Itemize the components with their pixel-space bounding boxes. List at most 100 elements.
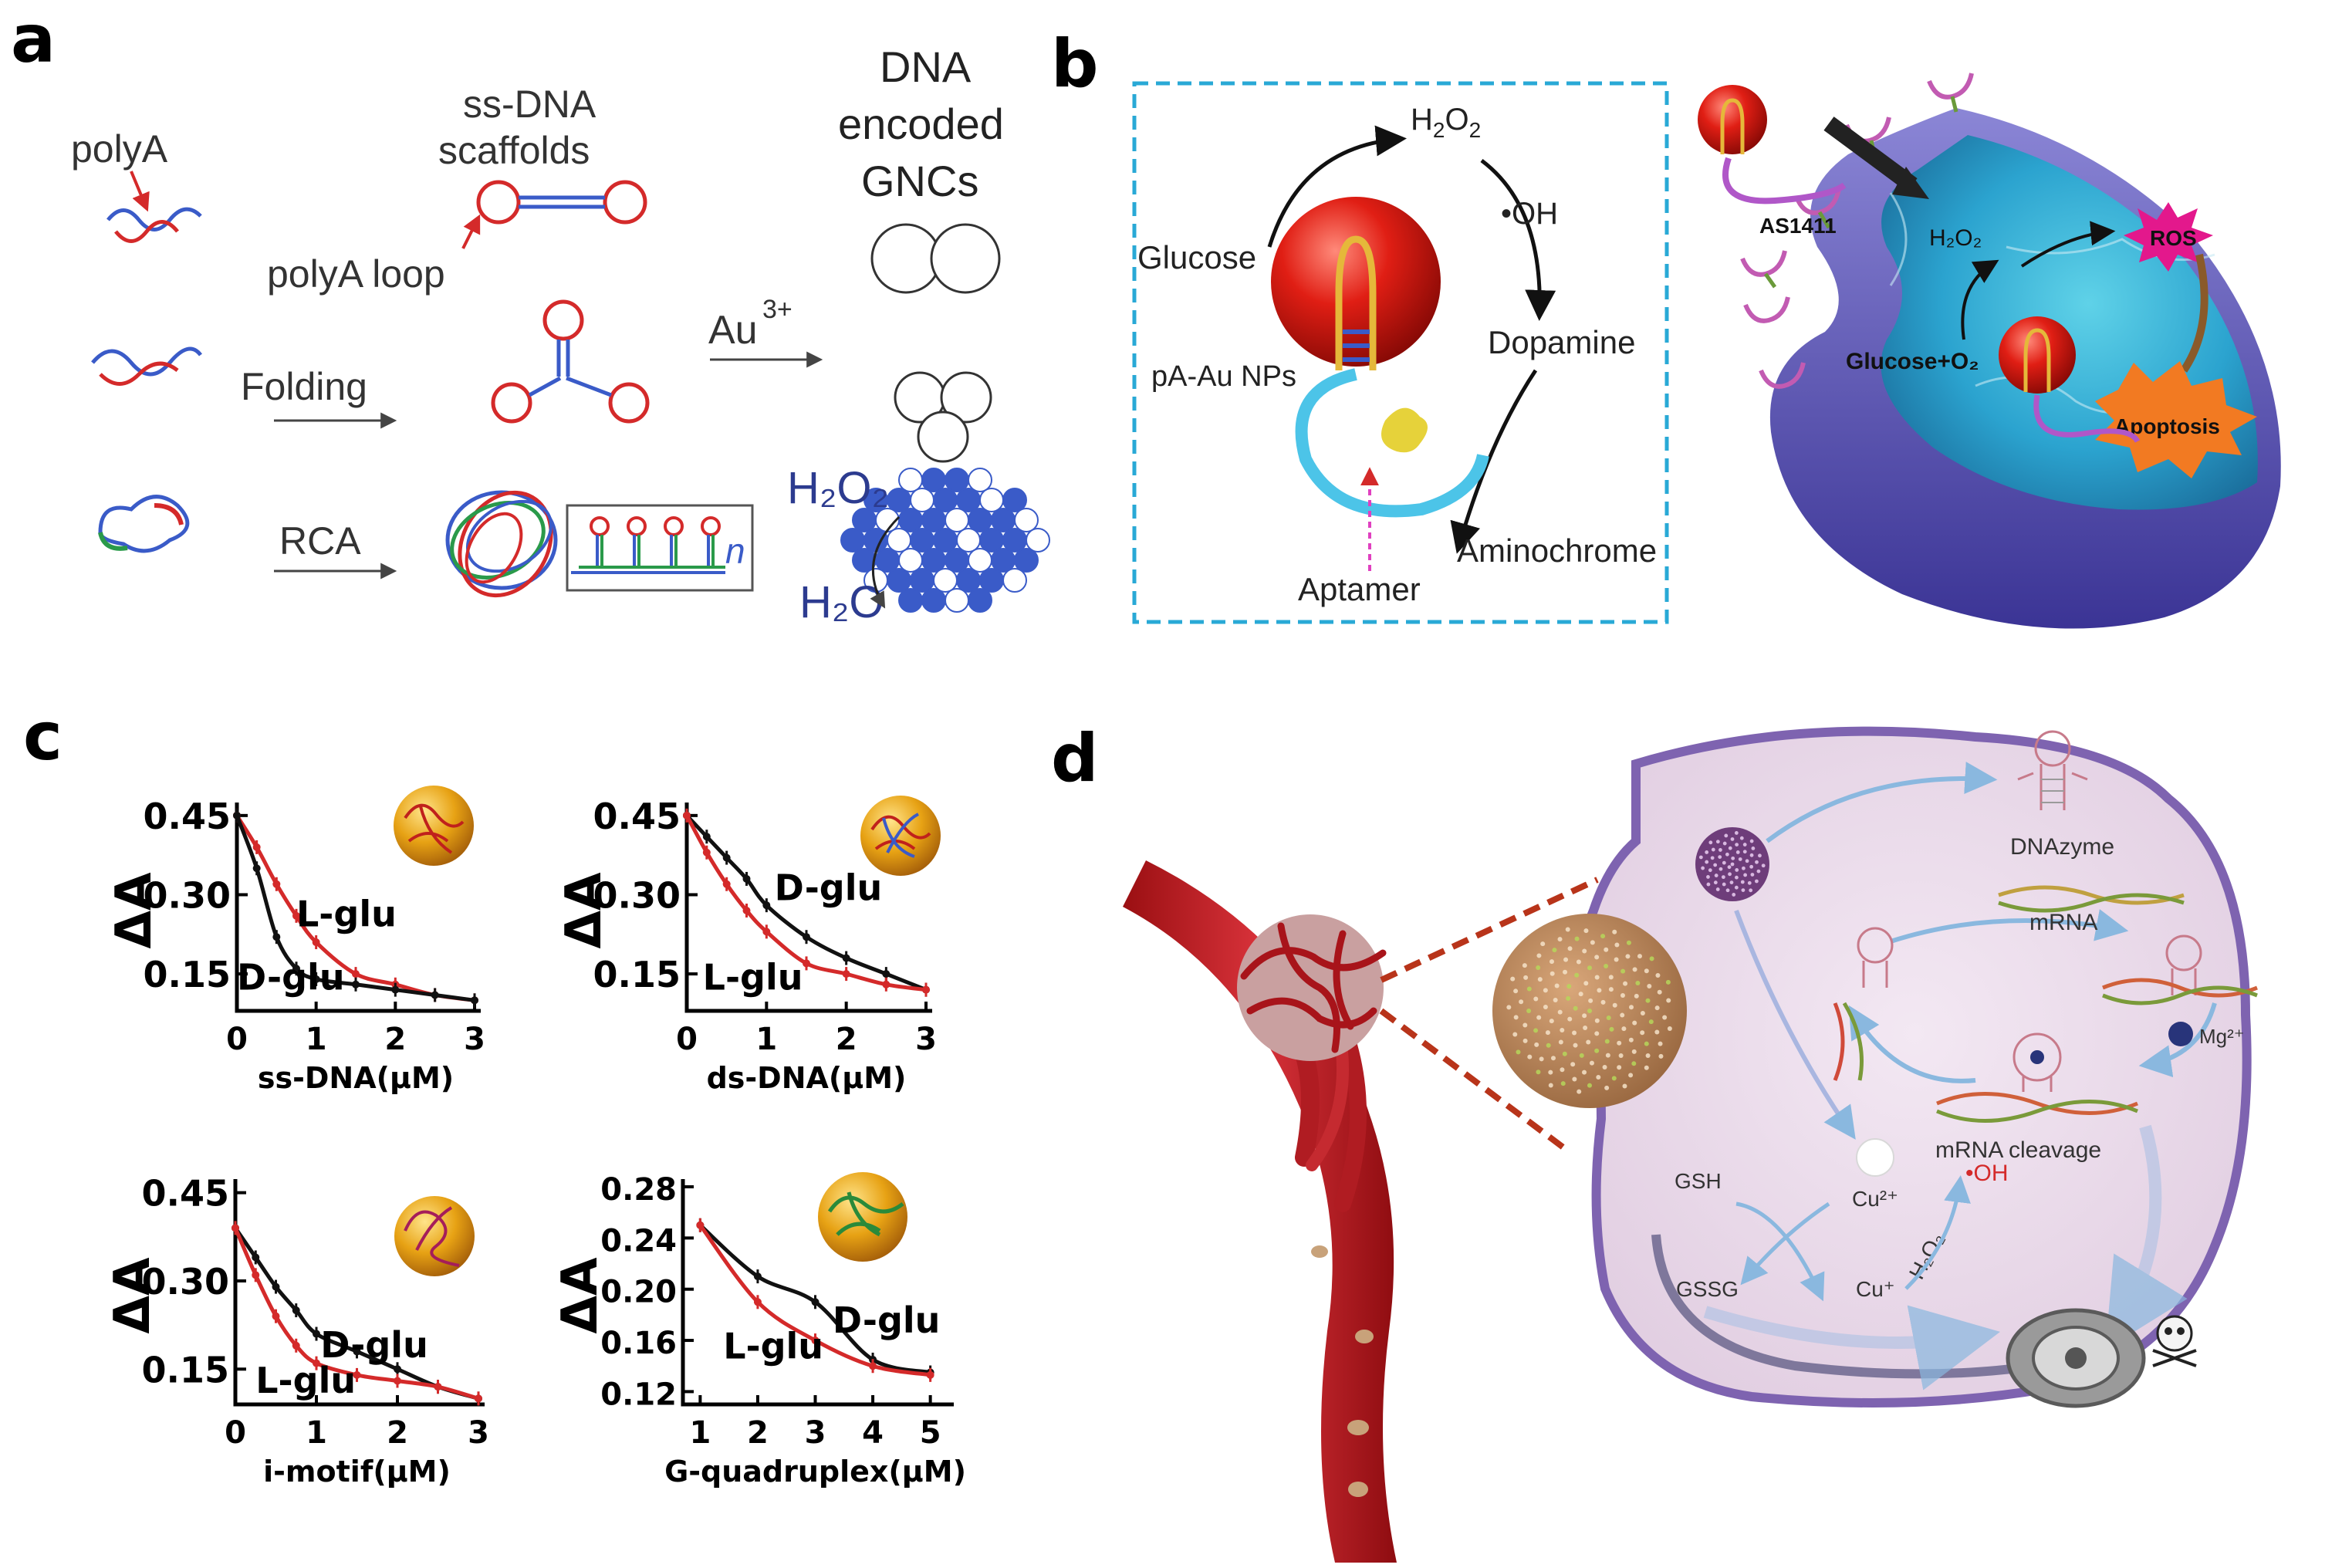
y-axis-label: ΔA [104,1257,161,1334]
data-point [352,980,360,988]
mrna-label: mRNA [2029,910,2097,935]
glucose-to-h2o2-arrow [1267,125,1407,248]
x-tick-label: 2 [836,1022,857,1057]
aptamer-label: Aptamer [1298,571,1421,607]
data-point [922,985,930,994]
loop-arrow [461,214,481,249]
panel-d: d [1051,720,2258,1563]
folding-label: Folding [241,365,367,408]
panel-b: b H2O2 •OH Glucose Dopamine pA-Au NPs Am… [1051,25,2281,629]
ros-burst-icon [2124,202,2213,272]
polyA-label: polyA [71,127,168,171]
gnc-icon [930,223,1001,294]
x-tick-label: 1 [306,1415,327,1451]
data-point [252,1271,260,1279]
data-point [313,1359,320,1367]
gold-nanoparticle-icon [394,1196,475,1276]
cleaved-mrna-icon [1833,1002,1845,1081]
x-tick-label: 3 [915,1022,937,1057]
cu2-label: Cu²⁺ [1852,1187,1898,1211]
data-point [882,980,891,988]
series-label: L-glu [255,1360,356,1401]
data-point [233,811,241,819]
y-tick-label: 0.24 [600,1223,677,1259]
cu1-label: Cu⁺ [1856,1277,1895,1301]
glucose-molecule-icon [1381,407,1428,453]
x-axis-label: G-quadruplex(μM) [664,1455,966,1489]
gsh-label: GSH [1675,1169,1722,1193]
x-tick-label: 1 [755,1022,777,1057]
skull-icon [2152,1315,2197,1367]
y-tick-label: 0.15 [593,954,681,995]
dead-cell-icon [2006,1308,2146,1408]
data-point [252,1253,260,1262]
gnc-label-3: GNCs [861,157,978,205]
data-point [926,1370,934,1379]
mrna-cleavage-label: mRNA cleavage [1935,1137,2101,1163]
data-point [803,933,810,941]
tumor-mass-icon [1237,914,1384,1061]
y-tick-label: 0.30 [142,1261,230,1303]
scaffolds-label: scaffolds [438,129,590,172]
polyA-arrow [130,171,150,212]
x-tick-label: 2 [747,1415,769,1451]
uptake-arrow [1823,117,1918,192]
apoptosis-burst-icon [2095,361,2257,478]
data-point [742,874,751,883]
x-axis-label: ss-DNA(μM) [258,1061,454,1095]
data-point [842,970,850,978]
data-point [882,970,891,978]
pathway-arrow [1766,762,1998,843]
y-tick-label: 0.45 [593,796,681,837]
data-point [869,1362,877,1370]
y-tick-label: 0.45 [142,1173,230,1215]
x-tick-label: 0 [676,1022,698,1057]
series-label: D-glu [775,867,883,908]
dopamine-label: Dopamine [1488,324,1635,360]
circular-dna-icon [98,495,190,553]
x-tick-label: 2 [384,1022,406,1057]
h2o2-label-b: H2O2 [1411,103,1481,142]
chart-axes [681,1179,954,1407]
x-tick-label: 3 [468,1415,489,1451]
data-point [272,1282,280,1291]
mechanism-box [1132,81,1669,624]
oh-label-b: •OH [1501,197,1558,231]
ros-label: ROS [2150,226,2197,250]
y-tick-label: 0.30 [593,874,681,916]
gnc-label-2: encoded [838,100,1004,148]
y-tick-label: 0.45 [144,796,231,837]
panel-letter-d: d [1051,720,1099,797]
data-point [702,848,711,857]
rca-label: RCA [279,519,361,563]
au-charge-label: 3+ [762,295,792,324]
circular-dna-icon [98,532,128,551]
x-tick-label: 2 [387,1415,408,1451]
data-point [696,1221,705,1229]
data-point [352,970,360,978]
series-label: L-glu [703,957,803,999]
data-point [272,880,281,888]
data-point [252,843,261,851]
data-point [842,954,850,962]
data-point [683,811,691,819]
data-point [313,1330,320,1338]
pa-au-label: pA-Au NPs [1151,360,1296,393]
gnc-icon [940,371,992,424]
y-tick-label: 0.16 [600,1326,677,1361]
nanoparticle-icon [1698,85,1767,154]
data-point [431,991,439,999]
data-point [742,907,751,914]
rca-product-icon [445,490,558,598]
y-tick-label: 0.15 [144,954,231,995]
data-point [292,911,300,920]
polyA-loop-icon [1335,235,1377,370]
data-point [312,938,320,947]
data-point [702,833,711,841]
gnc-icon [917,411,969,463]
h2o-label-a: H₂O [799,577,884,627]
panel-letter-a: a [11,1,56,78]
